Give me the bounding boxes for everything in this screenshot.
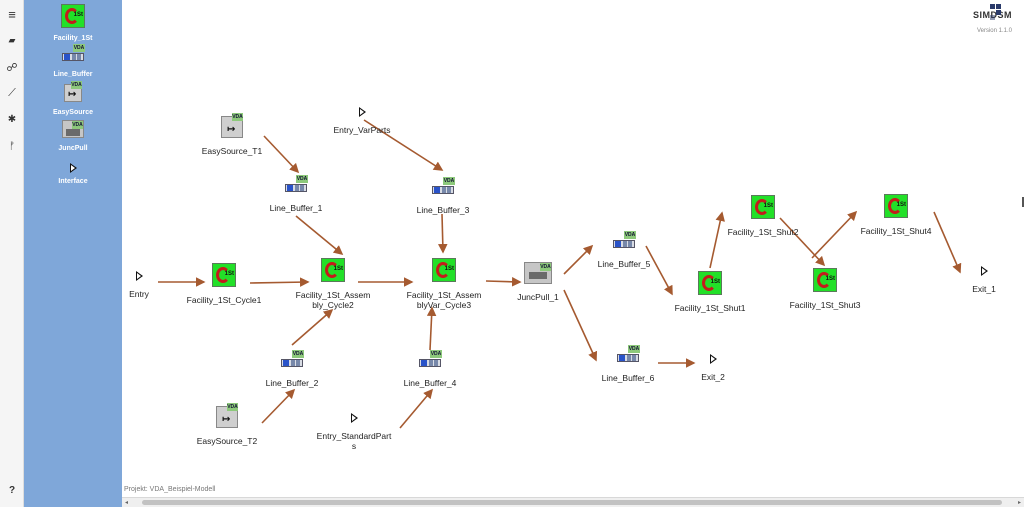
node-facility-shut4[interactable]: 1St Facility_1St_Shut4 (846, 194, 946, 236)
node-entry[interactable]: Entry (89, 268, 189, 299)
node-easysource-t2[interactable]: VDA↦ EasySource_T2 (196, 403, 258, 446)
folder-open-icon[interactable]: ▰ (8, 34, 16, 45)
icon-rail: ≡ ▰ ☍ ⟋ ✱ ᚠ ? (0, 0, 24, 507)
simdsm-logo: SIMDSM Version 1.1.0 (973, 4, 1012, 34)
node-facility-shut2[interactable]: 1St Facility_1St_Shut2 (713, 195, 813, 237)
connection (426, 306, 437, 351)
node-line-buffer-1[interactable]: VDA Line_Buffer_1 (269, 175, 323, 213)
line-buffer-icon: VDA (61, 44, 85, 64)
facility-icon: 1St (813, 268, 837, 292)
node-line-buffer-5[interactable]: VDA Line_Buffer_5 (597, 231, 651, 269)
facility-icon: 1St (212, 263, 236, 287)
connection (709, 211, 725, 269)
version-label: Version 1.1.0 (976, 28, 1012, 34)
interface-icon (980, 266, 988, 276)
line-buffer-icon: VDA (431, 177, 455, 197)
palette-item-interface[interactable]: Interface (24, 160, 122, 185)
facility-icon: 1St (432, 258, 456, 282)
scroll-thumb[interactable] (142, 500, 1002, 505)
connection (563, 289, 598, 362)
interface-icon (350, 413, 358, 423)
facility-icon: 1St (698, 271, 722, 295)
palette-item-line-buffer[interactable]: VDA Line_Buffer (24, 44, 122, 78)
connection (399, 388, 434, 429)
menu-icon[interactable]: ≡ (8, 6, 16, 22)
node-line-buffer-3[interactable]: VDA Line_Buffer_3 (416, 177, 470, 215)
connection (485, 276, 522, 287)
hierarchy-icon[interactable]: ☍ (6, 61, 18, 74)
palette-item-junc-pull[interactable]: VDA JuncPull (24, 120, 122, 152)
scroll-right-icon[interactable]: ▸ (1017, 500, 1021, 506)
line-buffer-icon: VDA (284, 175, 308, 195)
node-line-buffer-6[interactable]: VDA Line_Buffer_6 (601, 345, 655, 383)
connection (263, 135, 300, 174)
easy-source-icon: VDA↦ (216, 403, 238, 428)
node-entry-standardparts[interactable]: Entry_StandardPart s (304, 410, 404, 451)
connection (295, 215, 344, 256)
palette-item-facility[interactable]: 1St Facility_1St (24, 4, 122, 42)
connection (645, 245, 673, 296)
help-button[interactable]: ? (8, 484, 16, 496)
connection (249, 277, 310, 287)
palette-item-label: Interface (58, 178, 88, 185)
node-exit-2[interactable]: Exit_2 (663, 351, 763, 382)
scroll-left-icon[interactable]: ◂ (125, 500, 129, 506)
junc-pull-icon: VDA (62, 120, 84, 138)
node-facility-assembly-cycle2[interactable]: 1St Facility_1St_Assem bly_Cycle2 (283, 258, 383, 310)
model-canvas[interactable]: VDA↦ EasySource_T1 Entry_VarParts VDA Li… (122, 0, 1024, 497)
gear-icon[interactable]: ✱ (7, 113, 17, 125)
node-entry-varparts[interactable]: Entry_VarParts (312, 104, 412, 135)
connection (811, 210, 858, 259)
palette-item-label: Line_Buffer (53, 71, 93, 78)
facility-icon: 1St (61, 4, 85, 28)
interface-icon (135, 271, 143, 281)
palette-item-easy-source[interactable]: VDA↦ EasySource (24, 81, 122, 116)
horizontal-scrollbar[interactable]: ◂ ▸ (122, 497, 1024, 507)
connection (779, 217, 826, 267)
junc-pull-icon: VDA (524, 262, 552, 284)
line-buffer-icon: VDA (612, 231, 636, 251)
palette-item-label: EasySource (52, 109, 94, 116)
node-facility-shut1[interactable]: 1St Facility_1St_Shut1 (660, 271, 760, 313)
interface-icon (358, 107, 366, 117)
node-facility-cycle1[interactable]: 1St Facility_1St_Cycle1 (174, 263, 274, 305)
interface-icon (709, 354, 717, 364)
node-easysource-t1[interactable]: VDA↦ EasySource_T1 (201, 113, 263, 156)
line-buffer-icon: VDA (280, 350, 304, 370)
project-label: Projekt: VDA_Beispiel-Modell (124, 486, 216, 493)
line-buffer-icon: VDA (418, 350, 442, 370)
line-buffer-icon: VDA (616, 345, 640, 365)
easy-source-icon: VDA↦ (64, 81, 82, 102)
node-exit-1[interactable]: Exit_1 (934, 263, 1024, 294)
node-line-buffer-4[interactable]: VDA Line_Buffer_4 (403, 350, 457, 388)
connection (261, 388, 296, 424)
facility-icon: 1St (884, 194, 908, 218)
connection (933, 211, 962, 274)
logo-blocks-icon (990, 4, 1004, 20)
facility-icon: 1St (321, 258, 345, 282)
palette-item-label: Facility_1St (53, 35, 93, 42)
connection (291, 308, 334, 346)
palette-item-label: JuncPull (58, 145, 88, 152)
connection-layer (158, 119, 962, 429)
node-facility-shut3[interactable]: 1St Facility_1St_Shut3 (775, 268, 875, 310)
facility-icon: 1St (751, 195, 775, 219)
connection (563, 244, 594, 275)
node-facility-assemblyvar-cycle3[interactable]: 1St Facility_1St_Assem blyVar_Cycle3 (394, 258, 494, 310)
connection (363, 119, 444, 171)
interface-icon (69, 163, 77, 173)
branch-icon[interactable]: ᚠ (9, 140, 15, 152)
easy-source-icon: VDA↦ (221, 113, 243, 138)
chart-line-icon[interactable]: ⟋ (8, 86, 16, 99)
canvas-edge-marker (1022, 197, 1024, 207)
component-palette: 1St Facility_1St VDA Line_Buffer VDA↦ Ea… (24, 0, 122, 507)
node-line-buffer-2[interactable]: VDA Line_Buffer_2 (265, 350, 319, 388)
connection (437, 213, 448, 254)
node-juncpull-1[interactable]: VDA JuncPull_1 (517, 262, 559, 302)
